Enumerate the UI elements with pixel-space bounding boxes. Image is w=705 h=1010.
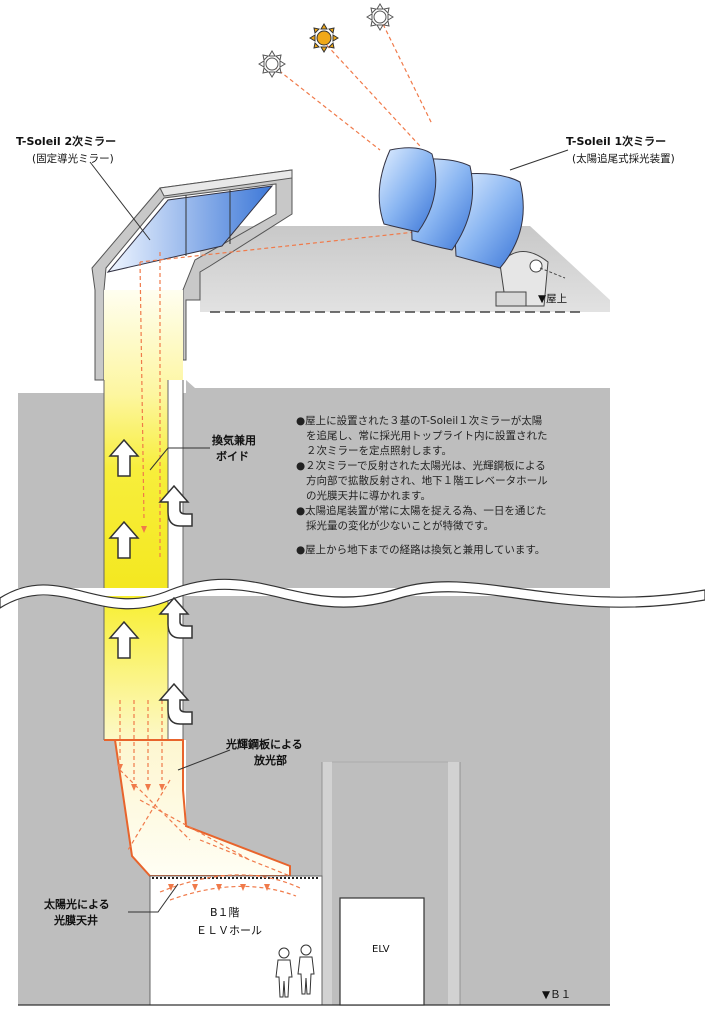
light-rays [119, 17, 471, 901]
building-wall-lower-right [183, 596, 610, 1005]
note-line: を追尾し、常に採光用トップライト内に設置された [306, 429, 548, 442]
sun-icon-center [309, 23, 339, 53]
primary-mirror-title: T-Soleil 1次ミラー [566, 134, 666, 148]
building-wall-lower [18, 596, 150, 1005]
elevator-door [339, 897, 425, 1006]
building-wall-upper [18, 380, 104, 588]
explanatory-notes: ●屋上に設置された３基のT-Soleil１次ミラーが太陽 を追尾し、常に採光用ト… [296, 414, 548, 556]
emitter-label-line2: 放光部 [253, 753, 287, 767]
column-strip-right [448, 762, 460, 1005]
secondary-mirror-subtitle: (固定導光ミラー) [32, 152, 114, 165]
note-line: ●２次ミラーで反射された太陽光は、光輝鋼板による [296, 459, 546, 472]
note-line: 採光量の変化が少ないことが特徴です。 [306, 519, 494, 532]
secondary-mirror-panel [106, 185, 274, 273]
note-line: ●太陽追尾装置が常に太陽を捉える為、一日を通じた [296, 504, 546, 517]
hall-label-line2: ＥＬＶホール [196, 924, 262, 937]
leader-lines [89, 149, 569, 913]
void-label-line1: 換気兼用 [212, 433, 256, 447]
sun-icon-left [258, 50, 286, 78]
b1-hall-room [149, 875, 323, 1006]
break-line [0, 578, 705, 610]
roof-level-label: ▼屋上 [538, 293, 567, 305]
void-label-line2: ボイド [216, 449, 249, 463]
primary-mirror-1 [378, 147, 437, 233]
sun-icon-right [366, 3, 394, 31]
b1-level-label: ▼Ｂ１ [542, 989, 571, 1001]
primary-mirror-assembly [378, 147, 566, 307]
primary-mirror-subtitle: (太陽追尾式採光装置) [572, 152, 675, 165]
note-line: ●屋上から地下までの経路は換気と兼用しています。 [296, 543, 545, 556]
shaft-wall-right-upper [168, 380, 183, 588]
hall-label-line1: B１階 [210, 905, 240, 919]
emitter-label-line1: 光輝鋼板による [225, 737, 303, 751]
building-wall-upper-right [183, 380, 610, 588]
note-line: ●屋上に設置された３基のT-Soleil１次ミラーが太陽 [296, 414, 543, 427]
ceiling-label-line2: 光膜天井 [53, 913, 98, 927]
note-line: ２次ミラーを定点照射します。 [306, 444, 452, 457]
column-strip-left [322, 762, 332, 1005]
light-ray-arrowheads [117, 526, 270, 891]
secondary-mirror-title: T-Soleil 2次ミラー [16, 134, 116, 148]
note-line: 方向部で拡散反射され、地下１階エレベータホール [306, 474, 548, 487]
note-line: の光膜天井に導かれます。 [306, 489, 431, 502]
elevator-label: ELV [372, 944, 390, 955]
light-emitter [104, 739, 291, 877]
ceiling-label-line1: 太陽光による [43, 897, 110, 911]
